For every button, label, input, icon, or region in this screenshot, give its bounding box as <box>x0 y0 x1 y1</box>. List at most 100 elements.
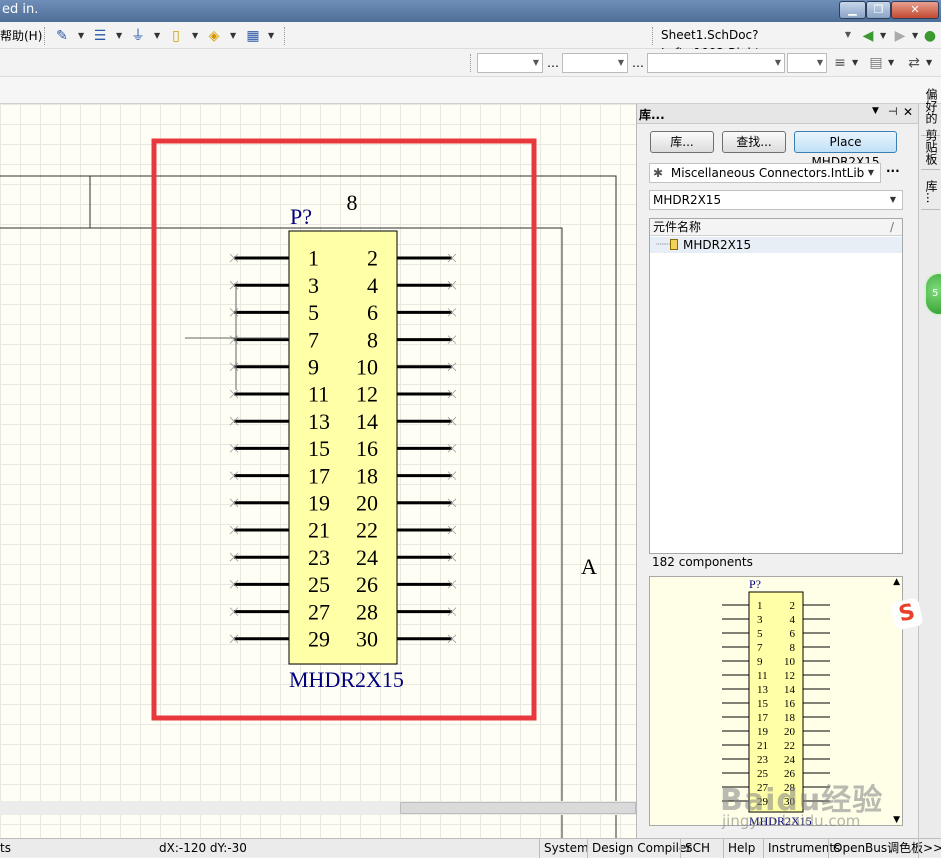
line-style-icon[interactable]: ≡ <box>834 55 846 71</box>
pin-19-label: 19 <box>757 726 769 738</box>
status-tab-help[interactable]: Help <box>723 839 759 858</box>
pin-25-label: 25 <box>308 572 330 597</box>
fill-style-icon[interactable]: ▤ <box>869 55 883 71</box>
pin-6-label: 6 <box>790 628 796 640</box>
tab-libraries[interactable]: 库... <box>921 174 940 210</box>
width-combo[interactable]: ▼ <box>787 53 827 73</box>
pin-14-label: 14 <box>356 409 378 434</box>
chevron-down-icon[interactable]: ▼ <box>880 31 887 40</box>
list-item[interactable]: ┈┈ MHDR2X15 <box>650 237 902 253</box>
pin-3-label: 3 <box>757 614 763 626</box>
ellipsis-icon[interactable]: … <box>632 56 644 70</box>
component-designator[interactable]: P? <box>290 204 312 229</box>
pin-22-label: 22 <box>784 740 795 752</box>
libraries-button[interactable]: 库... <box>650 131 714 153</box>
pin-9-label: 9 <box>308 355 319 380</box>
chevron-down-icon[interactable]: ▼ <box>116 31 123 40</box>
scrollbar-thumb[interactable] <box>400 802 636 814</box>
pin-icon[interactable]: ⊣ <box>888 105 898 118</box>
status-tab-system[interactable]: System <box>539 839 593 858</box>
component-body[interactable] <box>288 230 398 665</box>
separator <box>652 27 653 45</box>
pin-10-label: 10 <box>356 355 378 380</box>
component-part-name[interactable]: MHDR2X15 <box>289 667 404 692</box>
pin-15-label: 15 <box>757 698 769 710</box>
search-button[interactable]: 查找... <box>722 131 786 153</box>
style-combo[interactable]: ▼ <box>647 53 785 73</box>
scroll-down-icon[interactable]: ▼ <box>893 815 900 825</box>
pin-10-label: 10 <box>784 656 796 668</box>
size-combo[interactable]: ▼ <box>562 53 628 73</box>
pin-13-label: 13 <box>757 684 769 696</box>
font-combo[interactable]: ▼ <box>477 53 543 73</box>
bus-icon[interactable]: ☰ <box>93 28 107 44</box>
help-menu[interactable]: 帮助(H) <box>0 29 43 43</box>
home-icon[interactable]: ● <box>923 28 937 44</box>
chevron-down-icon[interactable]: ▼ <box>192 31 199 40</box>
pin-5-label: 5 <box>757 628 763 640</box>
pin-23-label: 23 <box>308 545 330 570</box>
wire-icon[interactable]: ✎ <box>56 28 68 44</box>
document-path-combo[interactable]: Sheet1.SchDoc?Left=1092;Right ▼ <box>658 26 854 60</box>
pin-21-hotspot <box>229 525 239 535</box>
place-component-button[interactable]: Place MHDR2X15 <box>794 131 897 169</box>
input-method-s-icon[interactable]: S <box>890 597 924 631</box>
minimize-button[interactable]: ▁ <box>839 1 866 19</box>
library-select[interactable]: ✱ Miscellaneous Connectors.IntLib ▼ <box>649 163 881 183</box>
chevron-down-icon[interactable]: ▼ <box>230 31 237 40</box>
status-tab-design-compiler[interactable]: Design Compiler <box>587 839 695 858</box>
pin-18-label: 18 <box>356 463 378 488</box>
ellipsis-icon[interactable]: … <box>547 56 559 70</box>
scroll-up-icon[interactable]: ▲ <box>893 577 900 587</box>
tab-favorites[interactable]: 偏好的 <box>921 76 940 136</box>
pin-30-label: 30 <box>784 796 796 808</box>
status-tab-instruments[interactable]: Instruments <box>763 839 844 858</box>
maximize-button[interactable]: ❐ <box>866 1 891 19</box>
status-tab-openbus[interactable]: OpenBus调色板 <box>828 839 927 858</box>
port-icon[interactable]: ▯ <box>172 28 180 44</box>
pin-11-label: 11 <box>757 670 768 682</box>
component-filter[interactable]: MHDR2X15 ▼ <box>649 190 903 210</box>
pin-22-hotspot <box>447 525 457 535</box>
list-column-header[interactable]: 元件名称 / <box>650 219 902 236</box>
grid-icon[interactable]: ▦ <box>246 28 260 44</box>
horizontal-scrollbar[interactable] <box>0 801 636 815</box>
panel-menu-icon[interactable]: ▼ <box>872 106 879 116</box>
sort-icon: / <box>889 220 894 234</box>
chevron-down-icon[interactable]: ▼ <box>912 31 919 40</box>
chevron-down-icon[interactable]: ▼ <box>268 31 275 40</box>
pin-20-label: 20 <box>784 726 796 738</box>
pin-17-hotspot <box>229 471 239 480</box>
pin-24-label: 24 <box>784 754 796 766</box>
pin-25-label: 25 <box>757 768 769 780</box>
component-list[interactable]: 元件名称 / ┈┈ MHDR2X15 <box>649 218 903 554</box>
close-button[interactable]: ✕ <box>891 1 939 19</box>
chevron-down-icon[interactable]: ▼ <box>926 58 933 67</box>
chevron-down-icon[interactable]: ▼ <box>852 58 859 67</box>
ground-icon[interactable]: ⏚ <box>131 28 145 44</box>
junction-icon[interactable]: ◈ <box>208 28 220 44</box>
pin-14-label: 14 <box>784 684 796 696</box>
tab-clipboard[interactable]: 剪贴板 <box>921 124 940 170</box>
status-more-button[interactable]: >> <box>918 839 941 858</box>
watermark-url: jingyan.baidu.com <box>722 812 861 830</box>
arrange-icon[interactable]: ⇄ <box>908 55 920 71</box>
pin-9-label: 9 <box>757 656 763 668</box>
pin-23-label: 23 <box>757 754 769 766</box>
pin-30-label: 30 <box>356 627 378 652</box>
pin-26-hotspot <box>447 580 457 589</box>
pin-5-hotspot <box>229 308 239 317</box>
status-tab-sch[interactable]: SCH <box>680 839 714 858</box>
back-icon[interactable]: ◀ <box>862 28 874 44</box>
more-options-icon[interactable]: ··· <box>886 164 900 178</box>
chevron-down-icon[interactable]: ▼ <box>888 58 895 67</box>
floating-badge[interactable]: 5 <box>924 272 941 316</box>
close-icon[interactable]: ✕ <box>903 105 914 119</box>
chevron-down-icon[interactable]: ▼ <box>78 31 85 40</box>
forward-icon[interactable]: ▶ <box>894 28 906 44</box>
chevron-down-icon[interactable]: ▼ <box>154 31 161 40</box>
separator <box>284 27 285 45</box>
